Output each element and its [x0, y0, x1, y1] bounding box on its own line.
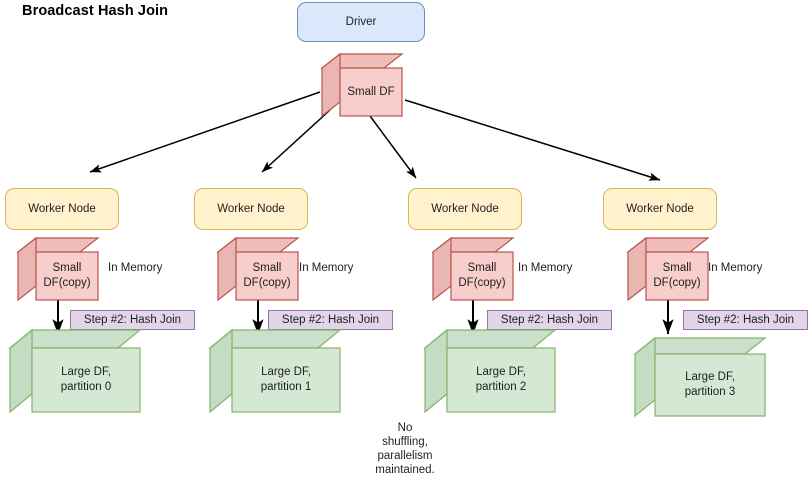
broadcast-arrow-1 — [89, 91, 321, 173]
worker-3-large-df-label: Large DF, partition 2 — [475, 366, 527, 393]
worker-node-3-label: Worker Node — [431, 202, 499, 215]
worker-1-small-df-label: Small DF(copy) — [43, 262, 91, 289]
footer-note: No shuffling, parallelism maintained. — [375, 422, 435, 477]
broadcast-small-df-cube[interactable]: Small DF — [320, 52, 404, 118]
worker-1-memory-label: In Memory — [108, 262, 163, 274]
worker-4-large-df-label: Large DF, partition 3 — [684, 371, 736, 398]
cube-3d-shape — [431, 236, 515, 302]
worker-node-3[interactable]: Worker Node — [408, 188, 522, 230]
worker-4-large-df-cube[interactable]: Large DF, partition 3 — [633, 336, 767, 418]
driver-label: Driver — [345, 15, 377, 28]
worker-1-small-df-cube[interactable]: Small DF(copy) — [16, 236, 100, 302]
worker-2-step-label: Step #2: Hash Join — [281, 314, 380, 326]
worker-node-4[interactable]: Worker Node — [603, 188, 717, 230]
cube-3d-shape — [208, 328, 342, 414]
cube-3d-shape — [633, 336, 767, 418]
broadcast-small-df-label: Small DF — [347, 85, 395, 98]
worker-4-small-df-cube[interactable]: Small DF(copy) — [626, 236, 710, 302]
worker-2-large-df-label: Large DF, partition 1 — [260, 366, 312, 393]
worker-3-step-label: Step #2: Hash Join — [500, 314, 599, 326]
worker-3-memory-label: In Memory — [518, 262, 573, 274]
cube-3d-shape — [8, 328, 142, 414]
worker-node-2[interactable]: Worker Node — [194, 188, 308, 230]
worker-3-large-df-cube[interactable]: Large DF, partition 2 — [423, 328, 557, 414]
worker-1-large-df-label: Large DF, partition 0 — [60, 366, 112, 393]
driver-box[interactable]: Driver — [297, 2, 425, 42]
worker-2-large-df-cube[interactable]: Large DF, partition 1 — [208, 328, 342, 414]
worker-node-1[interactable]: Worker Node — [5, 188, 119, 230]
worker-4-step-note[interactable]: Step #2: Hash Join — [683, 310, 808, 330]
worker-3-step-note[interactable]: Step #2: Hash Join — [487, 310, 612, 330]
worker-2-small-df-cube[interactable]: Small DF(copy) — [216, 236, 300, 302]
cube-3d-shape — [16, 236, 100, 302]
cube-3d-shape — [320, 52, 404, 118]
broadcast-arrow-4 — [404, 99, 661, 181]
worker-1-step-label: Step #2: Hash Join — [83, 314, 182, 326]
worker-node-1-label: Worker Node — [28, 202, 96, 215]
worker-4-memory-label: In Memory — [708, 262, 763, 274]
worker-2-memory-label: In Memory — [299, 262, 354, 274]
worker-3-small-df-label: Small DF(copy) — [458, 262, 506, 289]
diagram-title: Broadcast Hash Join — [22, 3, 169, 19]
worker-3-small-df-cube[interactable]: Small DF(copy) — [431, 236, 515, 302]
worker-node-4-label: Worker Node — [626, 202, 694, 215]
broadcast-arrow-2 — [261, 109, 331, 173]
worker-1-step-note[interactable]: Step #2: Hash Join — [70, 310, 195, 330]
broadcast-arrow-3 — [369, 115, 417, 179]
worker-4-step-label: Step #2: Hash Join — [696, 314, 795, 326]
cube-3d-shape — [626, 236, 710, 302]
worker-2-step-note[interactable]: Step #2: Hash Join — [268, 310, 393, 330]
worker-1-large-df-cube[interactable]: Large DF, partition 0 — [8, 328, 142, 414]
worker-node-2-label: Worker Node — [217, 202, 285, 215]
cube-3d-shape — [423, 328, 557, 414]
worker-2-small-df-label: Small DF(copy) — [243, 262, 291, 289]
worker-4-small-df-label: Small DF(copy) — [653, 262, 701, 289]
cube-3d-shape — [216, 236, 300, 302]
